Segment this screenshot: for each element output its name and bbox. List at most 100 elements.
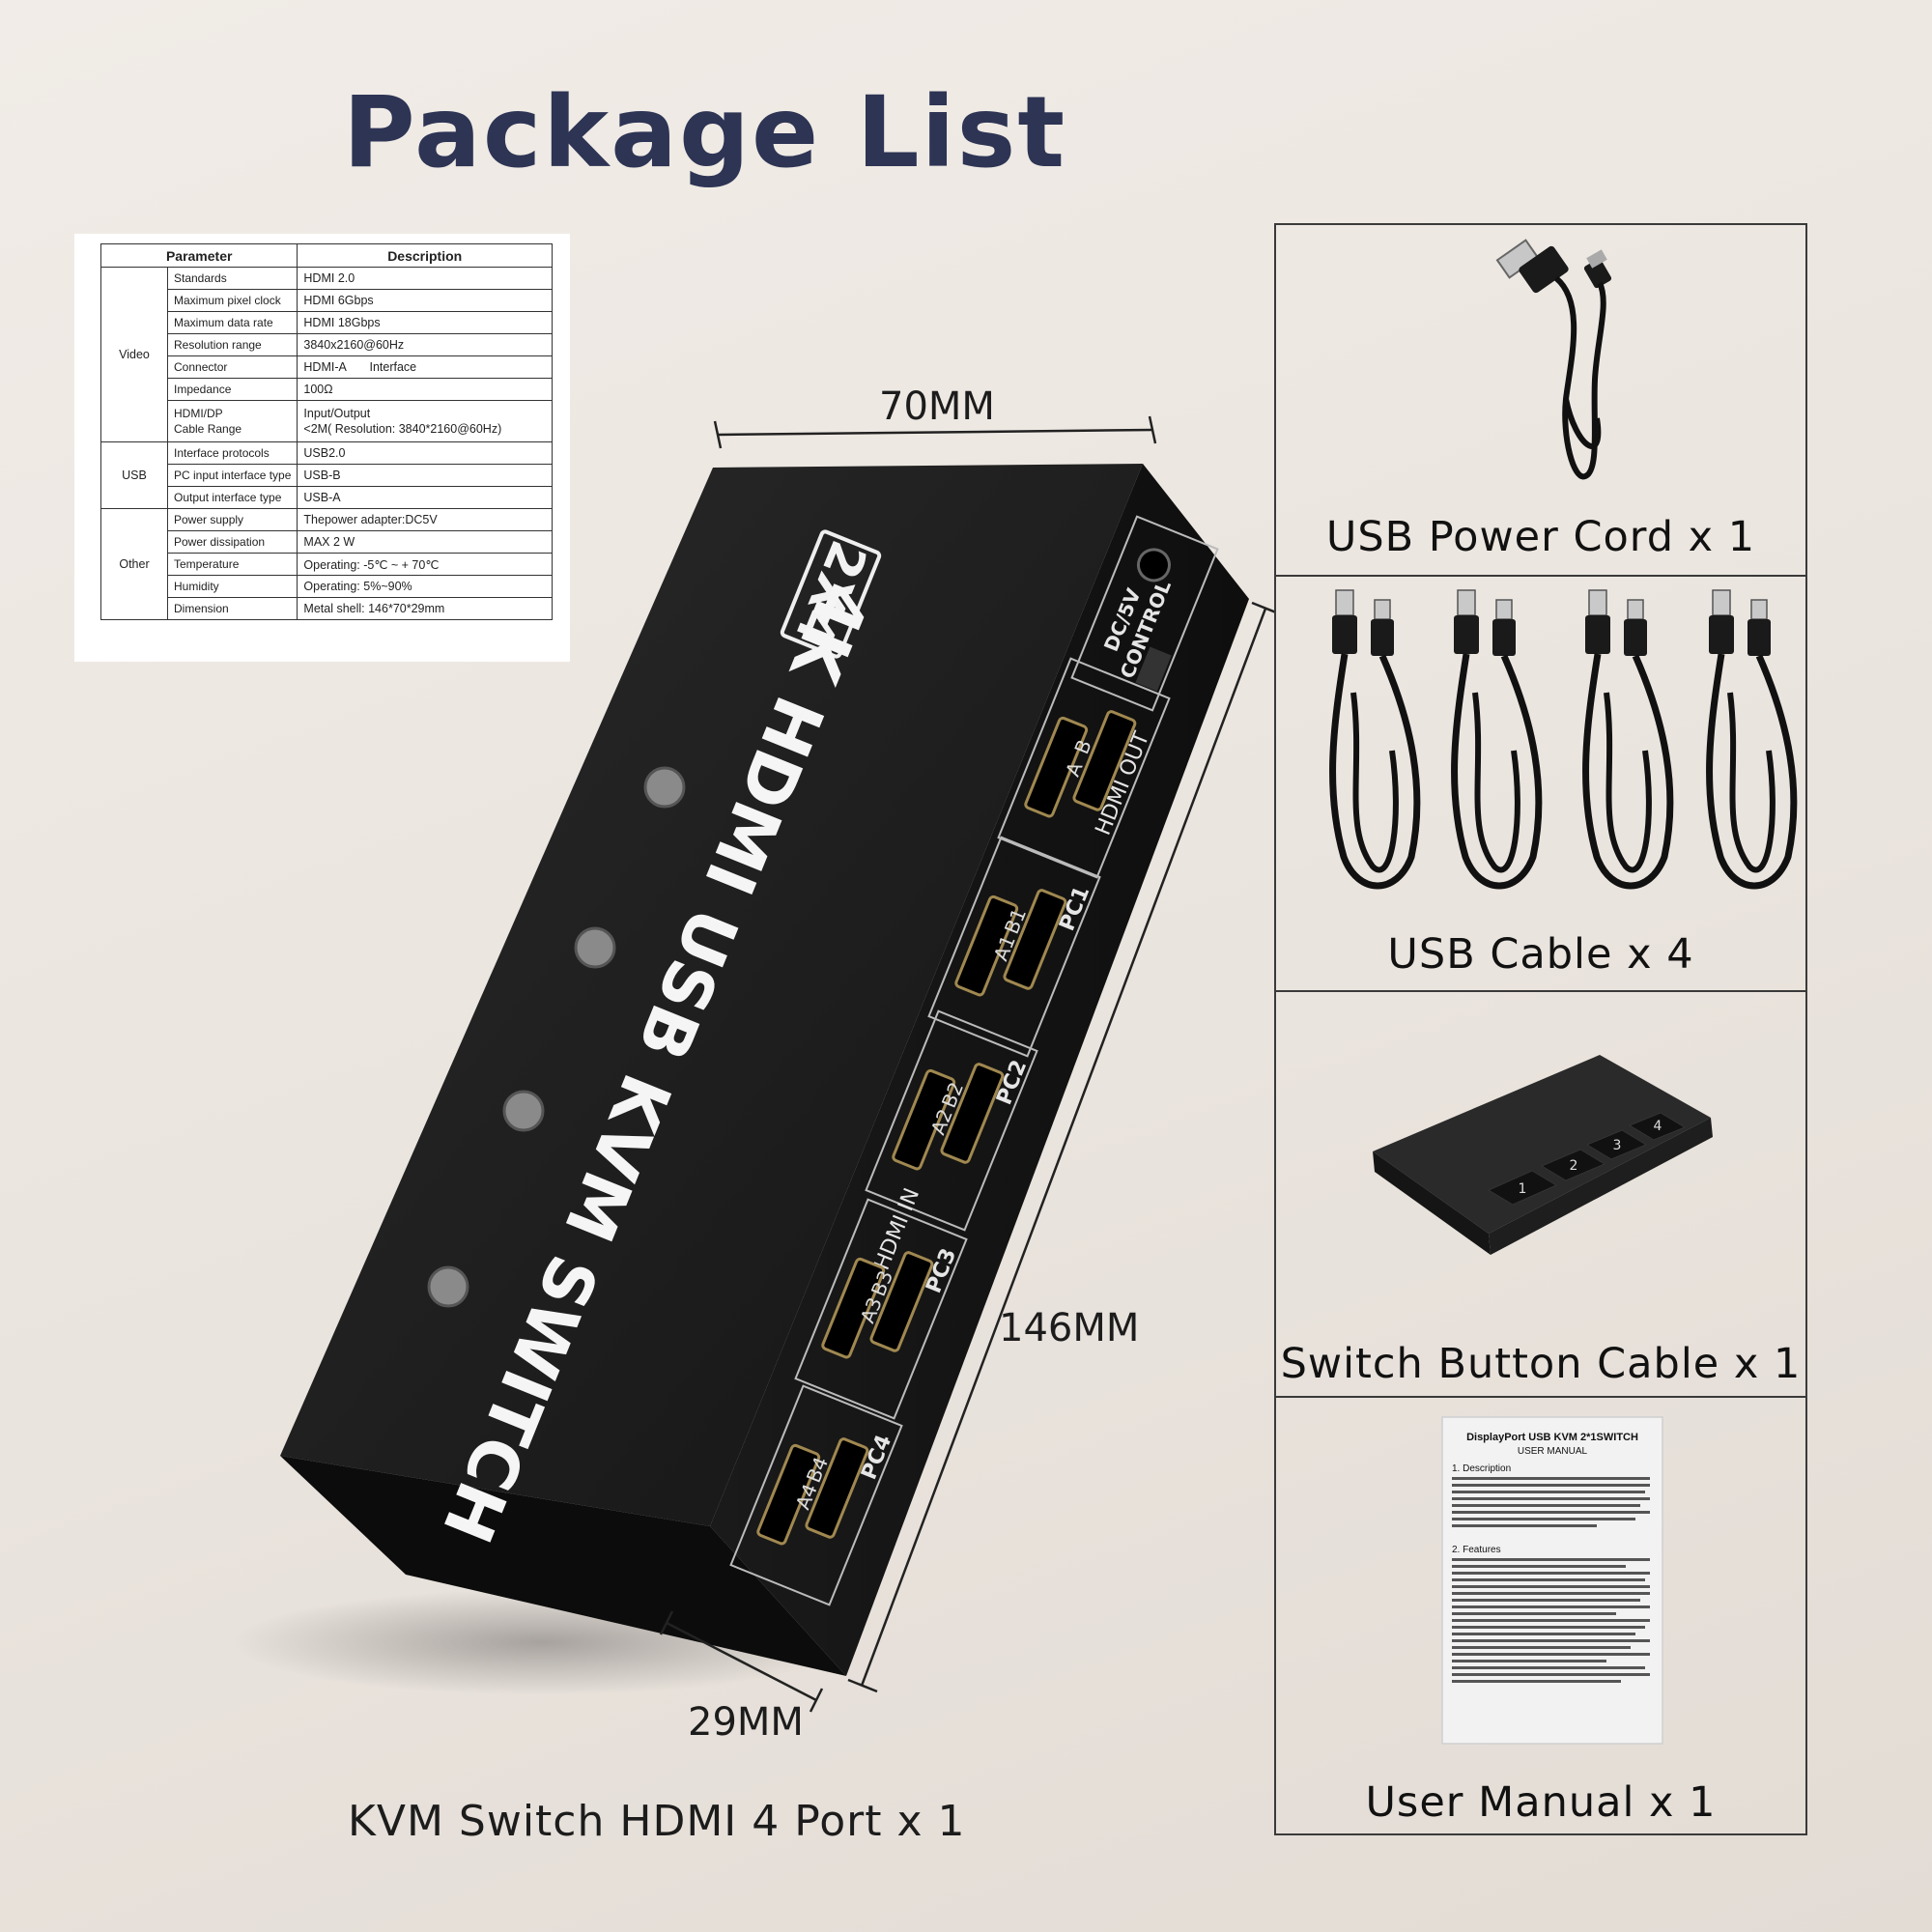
table-row: USB Interface protocols USB2.0 [100,441,553,509]
hdmi-port [940,1063,1005,1164]
accessory-item-switch-button-cable: 1 2 3 4 Switch Button Cable x 1 [1276,990,1805,1396]
dimension-width-label: 70MM [879,384,995,429]
hdmi-port [805,1437,869,1539]
table-group-other: Other [100,508,168,620]
table-row: Maximum data rate HDMI 18Gbps [101,311,553,334]
accessory-list: USB Power Cord x 1 [1274,223,1807,1835]
dimension-length-line [847,601,1275,1693]
hdmi-port [1003,889,1067,990]
table-cell-param: Output interface type [166,486,298,509]
table-row: Other Power supply Thepower adapter:DC5V [100,508,553,620]
svg-text:1: 1 [1519,1181,1527,1197]
device-bottom-edge [280,1456,846,1676]
led-indicator [427,1265,469,1308]
user-manual-icon: DisplayPort USB KVM 2*1SWITCH USER MANUA… [1441,1416,1663,1745]
table-cell-param: HDMI/DP Cable Range [166,400,298,442]
table-cell-desc: HDMI 2.0 [297,267,553,290]
accessory-label: Switch Button Cable x 1 [1280,1340,1802,1388]
table-cell-param-line1: HDMI/DP [174,407,223,420]
manual-section-1: 1. Description [1452,1463,1511,1474]
accessory-label: USB Cable x 4 [1387,930,1694,979]
hdmi-port [1072,710,1137,811]
table-header-parameter: Parameter [99,243,298,268]
accessory-item-usb-cable: USB Cable x 4 [1276,575,1805,990]
led-indicator [574,926,616,969]
table-cell-param: Maximum data rate [166,311,298,334]
table-cell-desc: Thepower adapter:DC5V [297,508,553,531]
hdmi-port [821,1257,886,1359]
table-cell-desc: HDMI-A Interface [297,355,553,379]
hdmi-port [756,1443,821,1546]
dimension-width-line [713,415,1157,449]
table-cell-param: Connector [166,355,298,379]
table-row: Output interface type USB-A [101,486,553,509]
table-cell-param: PC input interface type [166,464,298,487]
accessory-label: USB Power Cord x 1 [1325,513,1756,561]
hdmi-port [869,1251,934,1352]
table-cell-desc: USB-A [297,486,553,509]
page-title: Package List [343,75,1067,190]
accessory-item-usb-power-cord: USB Power Cord x 1 [1276,225,1805,575]
switch-pad-key: 3 [1585,1129,1648,1160]
table-cell-desc: 3840x2160@60Hz [297,333,553,356]
table-row: Impedance 100Ω [101,378,553,401]
table-group-video: Video [100,267,168,442]
table-cell-desc: HDMI 6Gbps [297,289,553,312]
led-indicator [643,766,686,809]
manual-section-2: 2. Features [1452,1545,1501,1555]
manual-subtitle: USER MANUAL [1518,1446,1588,1457]
dimension-length-label: 146MM [999,1306,1140,1350]
table-cell-param: Maximum pixel clock [166,289,298,312]
manual-title: DisplayPort USB KVM 2*1SWITCH [1466,1432,1638,1443]
table-cell-param: Resolution range [166,333,298,356]
dimension-height-label: 29MM [688,1700,804,1745]
table-row: Resolution range 3840x2160@60Hz [101,333,553,356]
table-cell-param: Power supply [166,508,298,531]
accessory-item-user-manual: DisplayPort USB KVM 2*1SWITCH USER MANUA… [1276,1396,1805,1835]
table-cell-param: Interface protocols [166,441,298,465]
control-port [1135,646,1172,692]
table-cell-desc: Input/Output <2M( Resolution: 3840*2160@… [297,400,553,442]
dimension-height-line [659,1610,824,1713]
table-group-usb: USB [100,441,168,509]
table-cell-desc: Operating: 5%~90% [297,575,553,598]
table-row: Connector HDMI-A Interface [101,355,553,379]
hdmi-port [892,1068,956,1171]
dc-power-jack [1136,548,1171,582]
table-row: Temperature Operating: -5℃ ~ + 70℃ [101,553,553,576]
device-caption: KVM Switch HDMI 4 Port x 1 [348,1797,966,1846]
hdmi-port [1024,716,1089,818]
switch-pad-key: 4 [1628,1112,1687,1141]
table-cell-desc: Metal shell: 146*70*29mm [297,597,553,620]
spec-table: Parameter Description Video Standards HD… [99,243,553,620]
usb-power-cord-icon [1495,239,1612,480]
table-row: Maximum pixel clock HDMI 6Gbps [101,289,553,312]
pc-port-group: A4 B4 PC4 [729,1384,903,1606]
kvm-device-area: 2X4 4K HDMI USB KVM SWITCH DC/5V CONTROL… [232,384,1275,1846]
hdmi-port [954,895,1019,997]
spec-table-card: Parameter Description Video Standards HD… [74,234,570,662]
svg-text:4: 4 [1654,1119,1662,1134]
table-row: Dimension Metal shell: 146*70*29mm [101,597,553,620]
svg-text:2: 2 [1570,1158,1578,1174]
kvm-device-illustration: 2X4 4K HDMI USB KVM SWITCH DC/5V CONTROL… [232,415,1275,1713]
table-row: HDMI/DP Cable Range Input/Output <2M( Re… [101,400,553,442]
svg-text:3: 3 [1613,1138,1622,1153]
table-cell-param-line2: Cable Range [174,422,242,436]
usb-cable-icon [1329,589,1798,890]
switch-button-pad-icon: 1 2 3 4 [1373,1055,1713,1255]
table-cell-desc: 100Ω [297,378,553,401]
table-row: Power dissipation MAX 2 W [101,530,553,554]
table-cell-desc: HDMI 18Gbps [297,311,553,334]
table-cell-desc: Operating: -5℃ ~ + 70℃ [297,553,553,576]
table-row: Humidity Operating: 5%~90% [101,575,553,598]
table-row: Video Standards HDMI 2.0 [100,267,553,442]
accessory-label: User Manual x 1 [1365,1778,1717,1827]
device-top-face [280,464,1143,1526]
table-cell-param: Dimension [166,597,298,620]
table-cell-desc-line2: <2M( Resolution: 3840*2160@60Hz) [303,422,502,436]
led-indicator [502,1090,545,1132]
switch-pad-key: 2 [1540,1149,1606,1181]
switch-pad-key: 1 [1487,1170,1558,1206]
pc-port-group: A1 B1 PC1 [927,836,1101,1058]
